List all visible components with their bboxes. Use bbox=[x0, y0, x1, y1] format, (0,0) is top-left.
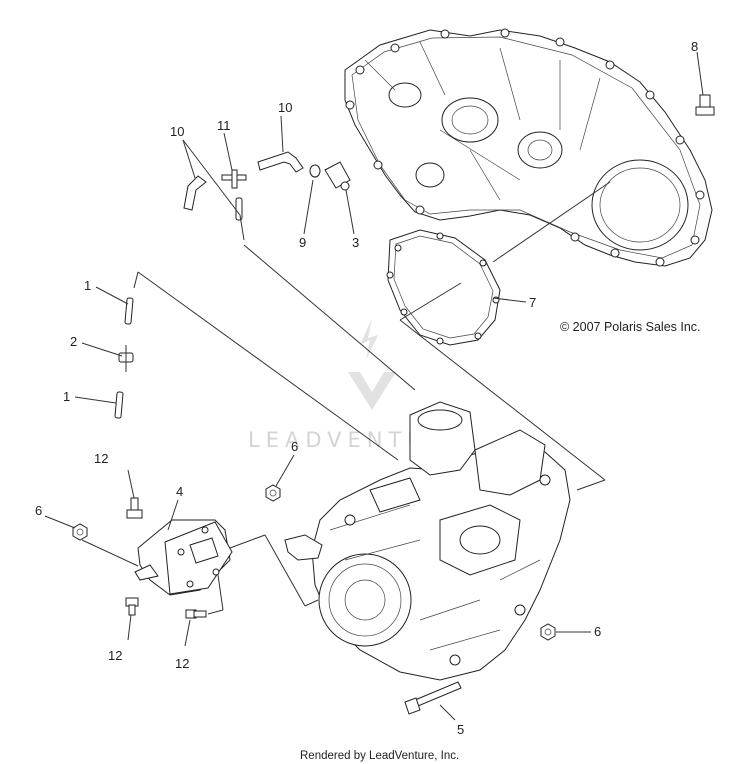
part-12-bolt-top bbox=[126, 497, 143, 519]
part-11-tee-fitting bbox=[221, 169, 247, 189]
part-6-nut-left bbox=[72, 523, 88, 541]
part-3-valve bbox=[324, 161, 351, 191]
callout-11: 11 bbox=[217, 118, 231, 133]
callout-7: 7 bbox=[529, 295, 536, 310]
part-2-check-valve bbox=[118, 345, 134, 372]
callout-4: 4 bbox=[176, 484, 183, 499]
footer-credit: Rendered by LeadVenture, Inc. bbox=[300, 750, 459, 762]
part-6-nut-right bbox=[540, 623, 556, 641]
callout-6-upper: 6 bbox=[291, 439, 298, 454]
callout-12-bottom: 12 bbox=[175, 656, 189, 671]
callout-3: 3 bbox=[352, 235, 359, 250]
callout-12-left: 12 bbox=[108, 648, 122, 663]
callout-8: 8 bbox=[691, 39, 698, 54]
leader-lines bbox=[44, 51, 704, 721]
callout-1-lower: 1 bbox=[63, 389, 70, 404]
part-1-hose-upper bbox=[124, 297, 134, 325]
part-12-bolt-bottom bbox=[185, 609, 207, 619]
part-10-hose-right bbox=[257, 151, 304, 173]
part-8-bolt bbox=[695, 94, 715, 116]
part-9-clamp bbox=[309, 164, 321, 178]
crankcase-cover-illustration bbox=[344, 28, 713, 267]
part-11-hose bbox=[235, 197, 243, 221]
gasket-illustration bbox=[386, 229, 501, 346]
callout-12-top: 12 bbox=[94, 451, 108, 466]
callout-6-left: 6 bbox=[35, 503, 42, 518]
callout-2: 2 bbox=[70, 334, 77, 349]
assembly-guide-lines bbox=[133, 181, 611, 615]
callout-labels: 8 10 10 11 9 3 7 1 2 1 12 4 6 6 6 12 12 … bbox=[35, 39, 698, 737]
callout-1-upper: 1 bbox=[84, 278, 91, 293]
callout-10-right: 10 bbox=[278, 100, 292, 115]
part-5-long-bolt bbox=[404, 681, 462, 715]
callout-6-right: 6 bbox=[594, 624, 601, 639]
part-12-bolt-left bbox=[125, 597, 139, 616]
callout-9: 9 bbox=[299, 235, 306, 250]
engine-illustration bbox=[284, 401, 571, 681]
copyright-notice: © 2007 Polaris Sales Inc. bbox=[560, 320, 701, 334]
callout-5: 5 bbox=[457, 722, 464, 737]
part-4-mount-bracket bbox=[134, 519, 233, 596]
part-1-hose-lower bbox=[114, 391, 124, 419]
part-10-hose-left bbox=[183, 175, 207, 211]
part-6-nut-upper bbox=[265, 484, 281, 502]
callout-10-left: 10 bbox=[170, 124, 184, 139]
